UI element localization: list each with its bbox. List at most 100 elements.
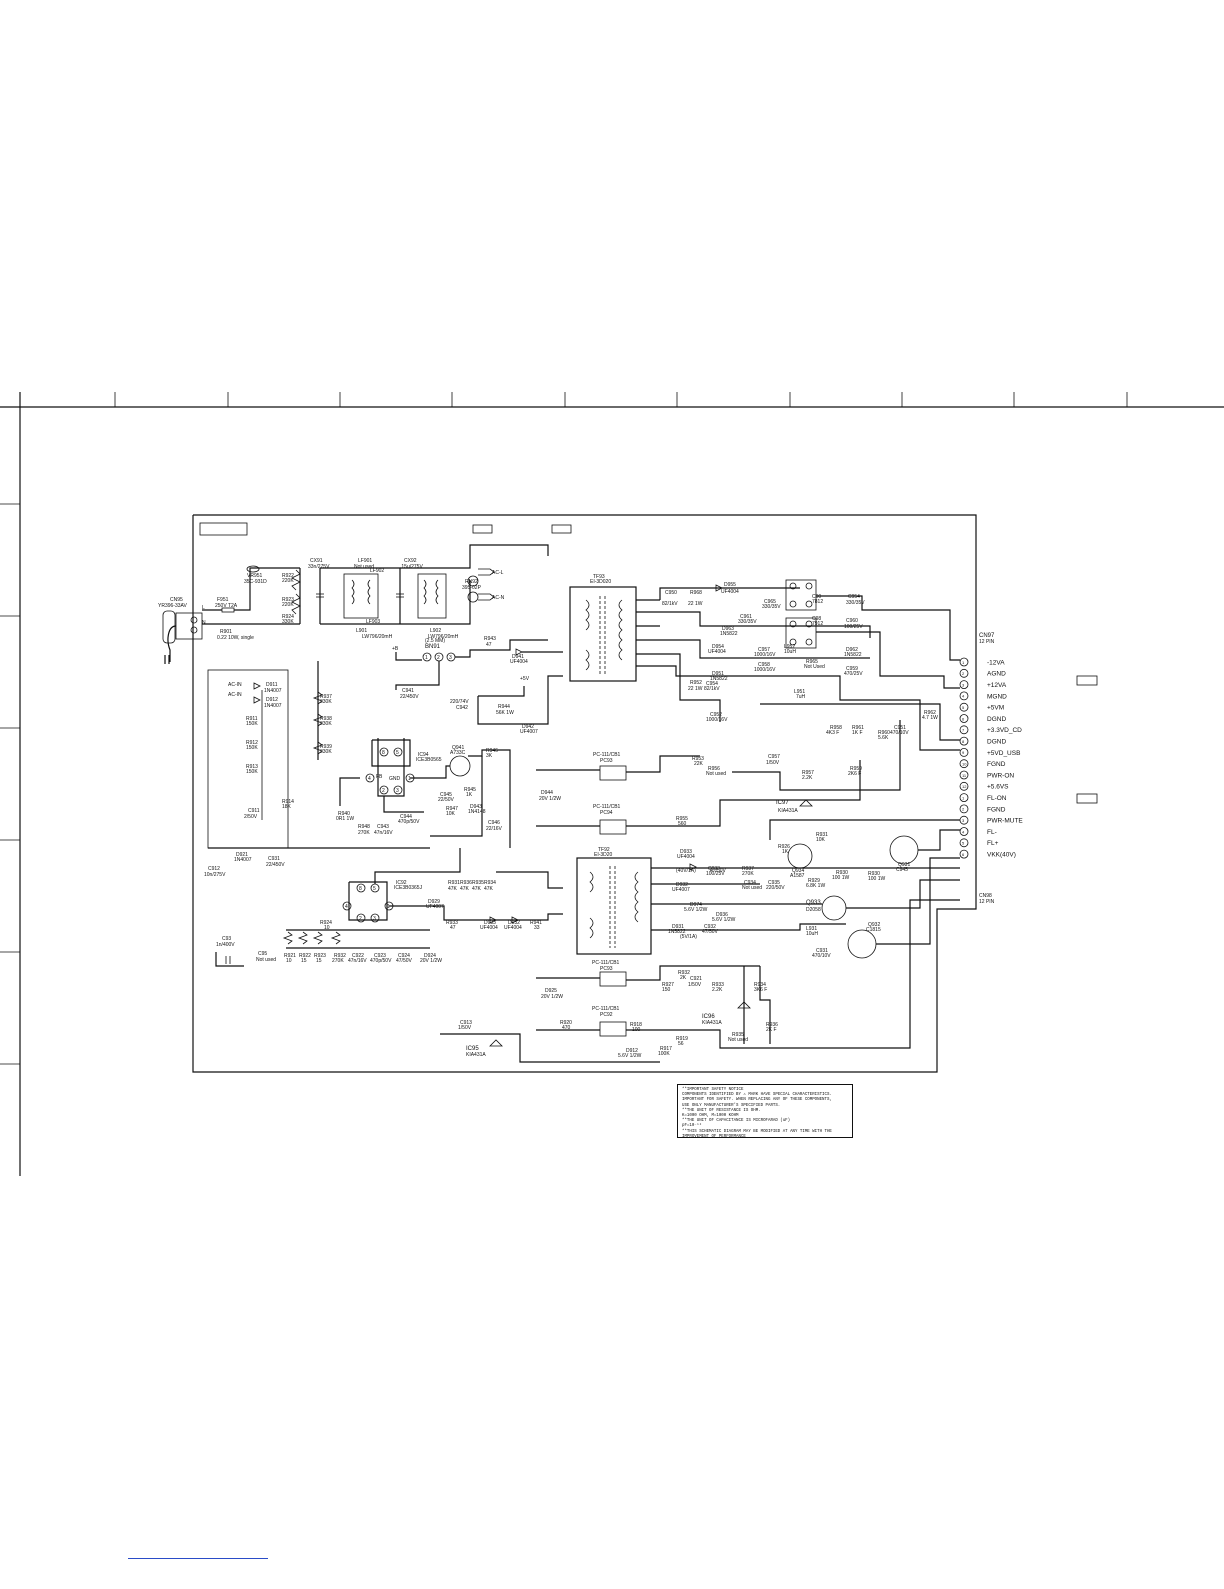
optocoupler-pc92-icon [599, 1021, 627, 1037]
svg-text:R959: R959 [850, 766, 862, 772]
fuse-label: F951 [217, 597, 229, 603]
svg-text:R935: R935 [732, 1032, 744, 1038]
svg-text:+5V: +5V [520, 676, 530, 682]
svg-text:470/25V: 470/25V [844, 671, 863, 677]
notice-line: K=1000 OHM, M=1000 KOHM [682, 1114, 739, 1119]
svg-text:D955: D955 [724, 582, 736, 588]
svg-text:(2.5 MM): (2.5 MM) [425, 638, 445, 644]
ic94-controller: 8 5 4 1 2 3 FB GND IC94 ICE3B0565 R940 0… [336, 738, 511, 848]
q932-transistor-icon [847, 929, 877, 959]
svg-text:C1815: C1815 [866, 927, 881, 933]
svg-text:R962: R962 [924, 710, 936, 716]
svg-text:2K: 2K [680, 975, 687, 981]
svg-text:47: 47 [450, 925, 456, 931]
svg-text:UF4004: UF4004 [504, 925, 522, 931]
svg-text:R961: R961 [852, 725, 864, 731]
svg-text:100 1W: 100 1W [868, 876, 886, 882]
svg-text:3: 3 [449, 655, 452, 661]
svg-text:IC92: IC92 [396, 880, 407, 886]
svg-text:C934: C934 [744, 880, 756, 886]
notice-line: IMPORTANT FOR SAFETY. WHEN REPLACING ANY… [682, 1098, 832, 1103]
svg-text:R930: R930 [868, 871, 880, 877]
connector-pin-number: 12 [962, 784, 967, 789]
connector-pin [959, 827, 969, 836]
svg-text:LF901: LF901 [358, 558, 372, 564]
svg-text:1N5822: 1N5822 [710, 676, 728, 682]
svg-text:Q941: Q941 [452, 745, 464, 751]
cn95-label: CN95 [170, 597, 183, 603]
svg-text:6.8K 1W: 6.8K 1W [806, 883, 825, 889]
svg-text:22/16V: 22/16V [486, 826, 503, 832]
svg-text:TF92: TF92 [598, 847, 610, 853]
svg-text:150K: 150K [246, 721, 258, 727]
svg-text:82/1kV: 82/1kV [662, 601, 678, 607]
svg-text:330/35V: 330/35V [738, 619, 757, 625]
svg-text:C922: C922 [352, 953, 364, 959]
svg-text:18K: 18K [282, 804, 292, 810]
svg-text:FB: FB [376, 774, 383, 780]
svg-text:270K: 270K [742, 871, 754, 877]
svg-text:47: 47 [486, 642, 492, 648]
svg-text:1/50V: 1/50V [688, 982, 702, 988]
regulator-blocks: C90 7812 C98 7912 [785, 579, 823, 649]
svg-text:R940: R940 [338, 811, 350, 817]
connector-pin [959, 849, 969, 859]
svg-text:C957: C957 [768, 754, 780, 760]
svg-text:0.22 10W, single: 0.22 10W, single [217, 635, 254, 641]
svg-text:2K F: 2K F [766, 1027, 777, 1033]
svg-text:R955: R955 [676, 816, 688, 822]
connector-pin-number: 9 [962, 750, 965, 755]
svg-text:R965: R965 [806, 659, 818, 665]
svg-text:EI-3D020: EI-3D020 [590, 579, 611, 585]
connector-pin [959, 725, 969, 735]
svg-text:47K: 47K [472, 886, 482, 892]
svg-text:C952: C952 [710, 712, 722, 718]
svg-text:22/50V: 22/50V [438, 797, 455, 803]
svg-text:1N4007: 1N4007 [264, 703, 282, 709]
svg-text:R953: R953 [692, 756, 704, 762]
svg-text:Not used: Not used [742, 885, 762, 891]
svg-text:C95: C95 [258, 951, 267, 957]
svg-text:1n/400V: 1n/400V [216, 942, 235, 948]
optocoupler-pc94-icon [599, 819, 627, 835]
svg-text:L901: L901 [356, 628, 367, 634]
svg-text:C942: C942 [456, 705, 468, 711]
svg-text:UF4004: UF4004 [677, 854, 695, 860]
svg-text:R946: R946 [486, 748, 498, 754]
svg-text:1: 1 [425, 655, 428, 661]
svg-text:PC93: PC93 [600, 758, 613, 764]
connector-pin [959, 815, 969, 825]
svg-text:R918: R918 [630, 1022, 642, 1028]
svg-text:2: 2 [359, 916, 362, 922]
connector-pin [959, 691, 969, 701]
connector-pin-label: +5.6VS [987, 784, 1009, 791]
svg-text:AC-IN: AC-IN [228, 682, 242, 688]
svg-text:R933: R933 [712, 982, 724, 988]
cord-pin-l: L [202, 605, 205, 611]
footer-link-underline[interactable] [128, 1558, 268, 1559]
svg-text:220/74V: 220/74V [450, 699, 469, 705]
svg-text:C960: C960 [846, 618, 858, 624]
svg-text:33: 33 [534, 925, 540, 931]
svg-text:D936: D936 [716, 912, 728, 918]
ic92-resistor-row: R921 10 R922 15 R923 15 R932 270K C922 4… [284, 953, 442, 964]
svg-text:150: 150 [662, 987, 671, 993]
svg-text:R920: R920 [560, 1020, 572, 1026]
svg-text:220/50V: 220/50V [766, 885, 785, 891]
svg-text:R931: R931 [816, 832, 828, 838]
notice-line: **THE UNIT OF CAPACITANCE IS MICROFARAD … [682, 1119, 791, 1124]
svg-text:L952: L952 [784, 644, 795, 650]
svg-text:R919: R919 [676, 1036, 688, 1042]
svg-text:330/35V: 330/35V [846, 600, 865, 606]
connector-pin-label: MGND [987, 693, 1007, 700]
connector-pin-label: VKK(40V) [987, 852, 1016, 859]
svg-text:1K: 1K [466, 792, 473, 798]
svg-text:1N5822: 1N5822 [844, 652, 862, 658]
svg-text:47/50V: 47/50V [710, 868, 727, 874]
svg-text:22 1W: 22 1W [688, 686, 703, 692]
svg-text:C944: C944 [400, 814, 412, 820]
svg-text:(5V/1A): (5V/1A) [680, 934, 697, 940]
connector-pin-number: 5 [962, 841, 965, 846]
svg-text:Not used: Not used [354, 564, 374, 570]
